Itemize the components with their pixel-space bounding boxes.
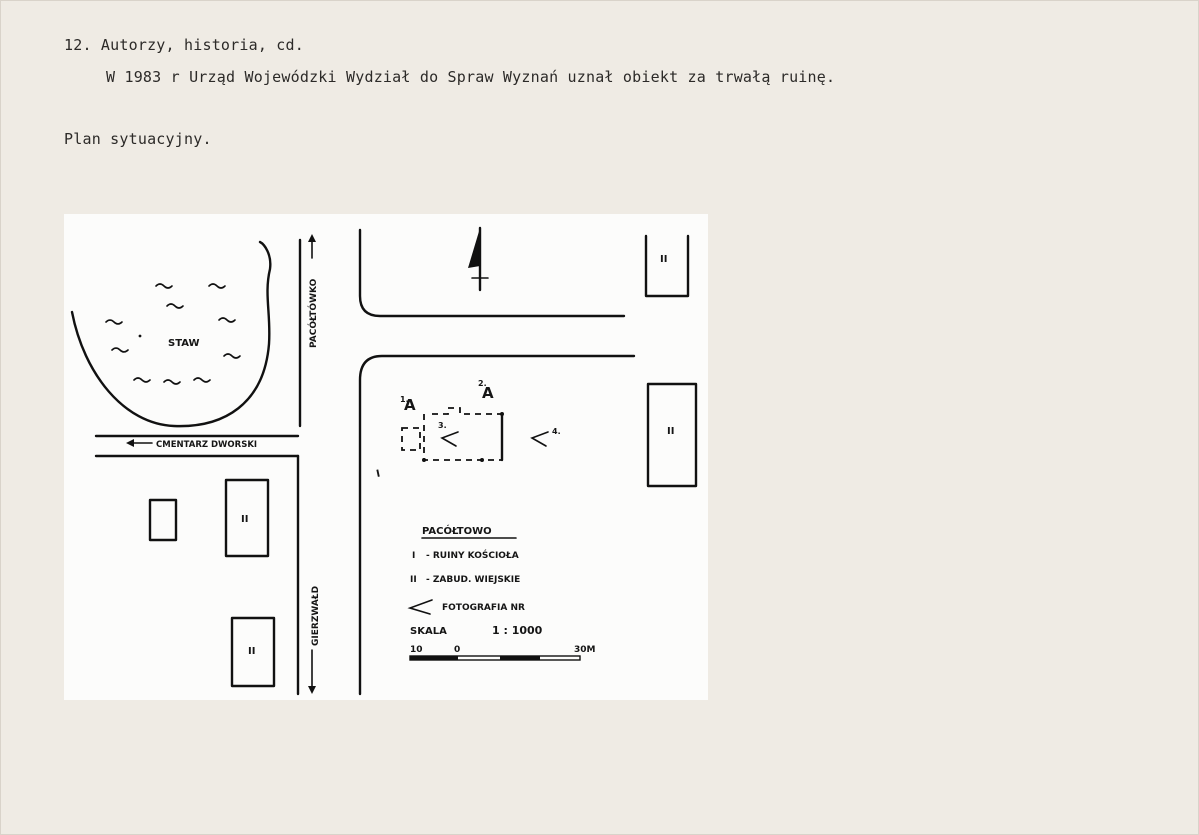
building-sw-label: II <box>248 646 255 657</box>
site-plan-drawing: STAW PACÓŁTÓWKO CMENTARZ DWORSKI GIERZWA… <box>64 214 708 700</box>
water-marks <box>105 283 241 385</box>
scalebar-left-label: 10 <box>410 645 423 655</box>
view-marker-1-label: 1. <box>400 395 409 404</box>
arrow-south-icon <box>308 686 316 694</box>
building-w-small <box>148 498 178 542</box>
pond-outline <box>70 240 272 428</box>
view-marker-2-label: 2. <box>478 379 487 388</box>
road-north-label: PACÓŁTÓWKO <box>307 278 319 348</box>
section-heading: 12. Autorzy, historia, cd. <box>64 36 304 54</box>
road-north-east-edge <box>358 228 626 318</box>
legend-text-photo: FOTOGRAFIA NR <box>442 603 525 613</box>
road-south-east-edge <box>358 354 636 696</box>
photo-view-3-icon <box>440 431 459 447</box>
plan-caption: Plan sytuacyjny. <box>64 130 212 148</box>
road-south-label: GIERZWAŁD <box>311 586 321 646</box>
view-marker-3-label: 3. <box>438 421 447 430</box>
legend-text-building: - ZABUD. WIEJSKIE <box>426 575 520 585</box>
north-arrow-icon <box>468 228 480 268</box>
legend-scale-label: SKALA <box>410 626 447 637</box>
building-e <box>646 382 698 488</box>
building-sw <box>230 616 276 688</box>
site-plan-svg: STAW PACÓŁTÓWKO CMENTARZ DWORSKI GIERZWA… <box>70 226 698 696</box>
scalebar-right-label: 30M <box>574 645 596 655</box>
building-ne: II <box>644 234 690 298</box>
building-e-label: II <box>667 426 674 437</box>
building-w <box>224 478 270 558</box>
map-legend: PACÓŁTOWO I - RUINY KOŚCIOŁA II - ZABUD.… <box>407 524 596 661</box>
legend-title: PACÓŁTOWO <box>422 524 492 537</box>
ruin-label: I <box>375 469 381 481</box>
section-mark-2: A <box>482 384 494 402</box>
body-paragraph: W 1983 r Urząd Wojewódzki Wydział do Spr… <box>106 68 836 86</box>
photo-view-4-icon <box>530 431 549 447</box>
road-west-label: CMENTARZ DWORSKI <box>156 440 257 450</box>
building-w-label: II <box>241 514 248 525</box>
church-ruin <box>401 407 504 462</box>
legend-symbol-ruin: I <box>412 551 415 561</box>
arrow-west-icon <box>126 439 134 447</box>
legend-scale-value: 1 : 1000 <box>492 624 543 637</box>
arrow-north-icon <box>308 234 316 242</box>
section-mark-1: A <box>404 396 416 414</box>
scalebar-zero-label: 0 <box>454 645 460 655</box>
legend-text-ruin: - RUINY KOŚCIOŁA <box>426 549 519 561</box>
pond-label: STAW <box>168 338 200 349</box>
legend-photo-icon <box>407 599 433 615</box>
legend-symbol-building: II <box>410 575 417 585</box>
view-marker-4-label: 4. <box>552 427 561 436</box>
svg-text:II: II <box>660 254 667 265</box>
